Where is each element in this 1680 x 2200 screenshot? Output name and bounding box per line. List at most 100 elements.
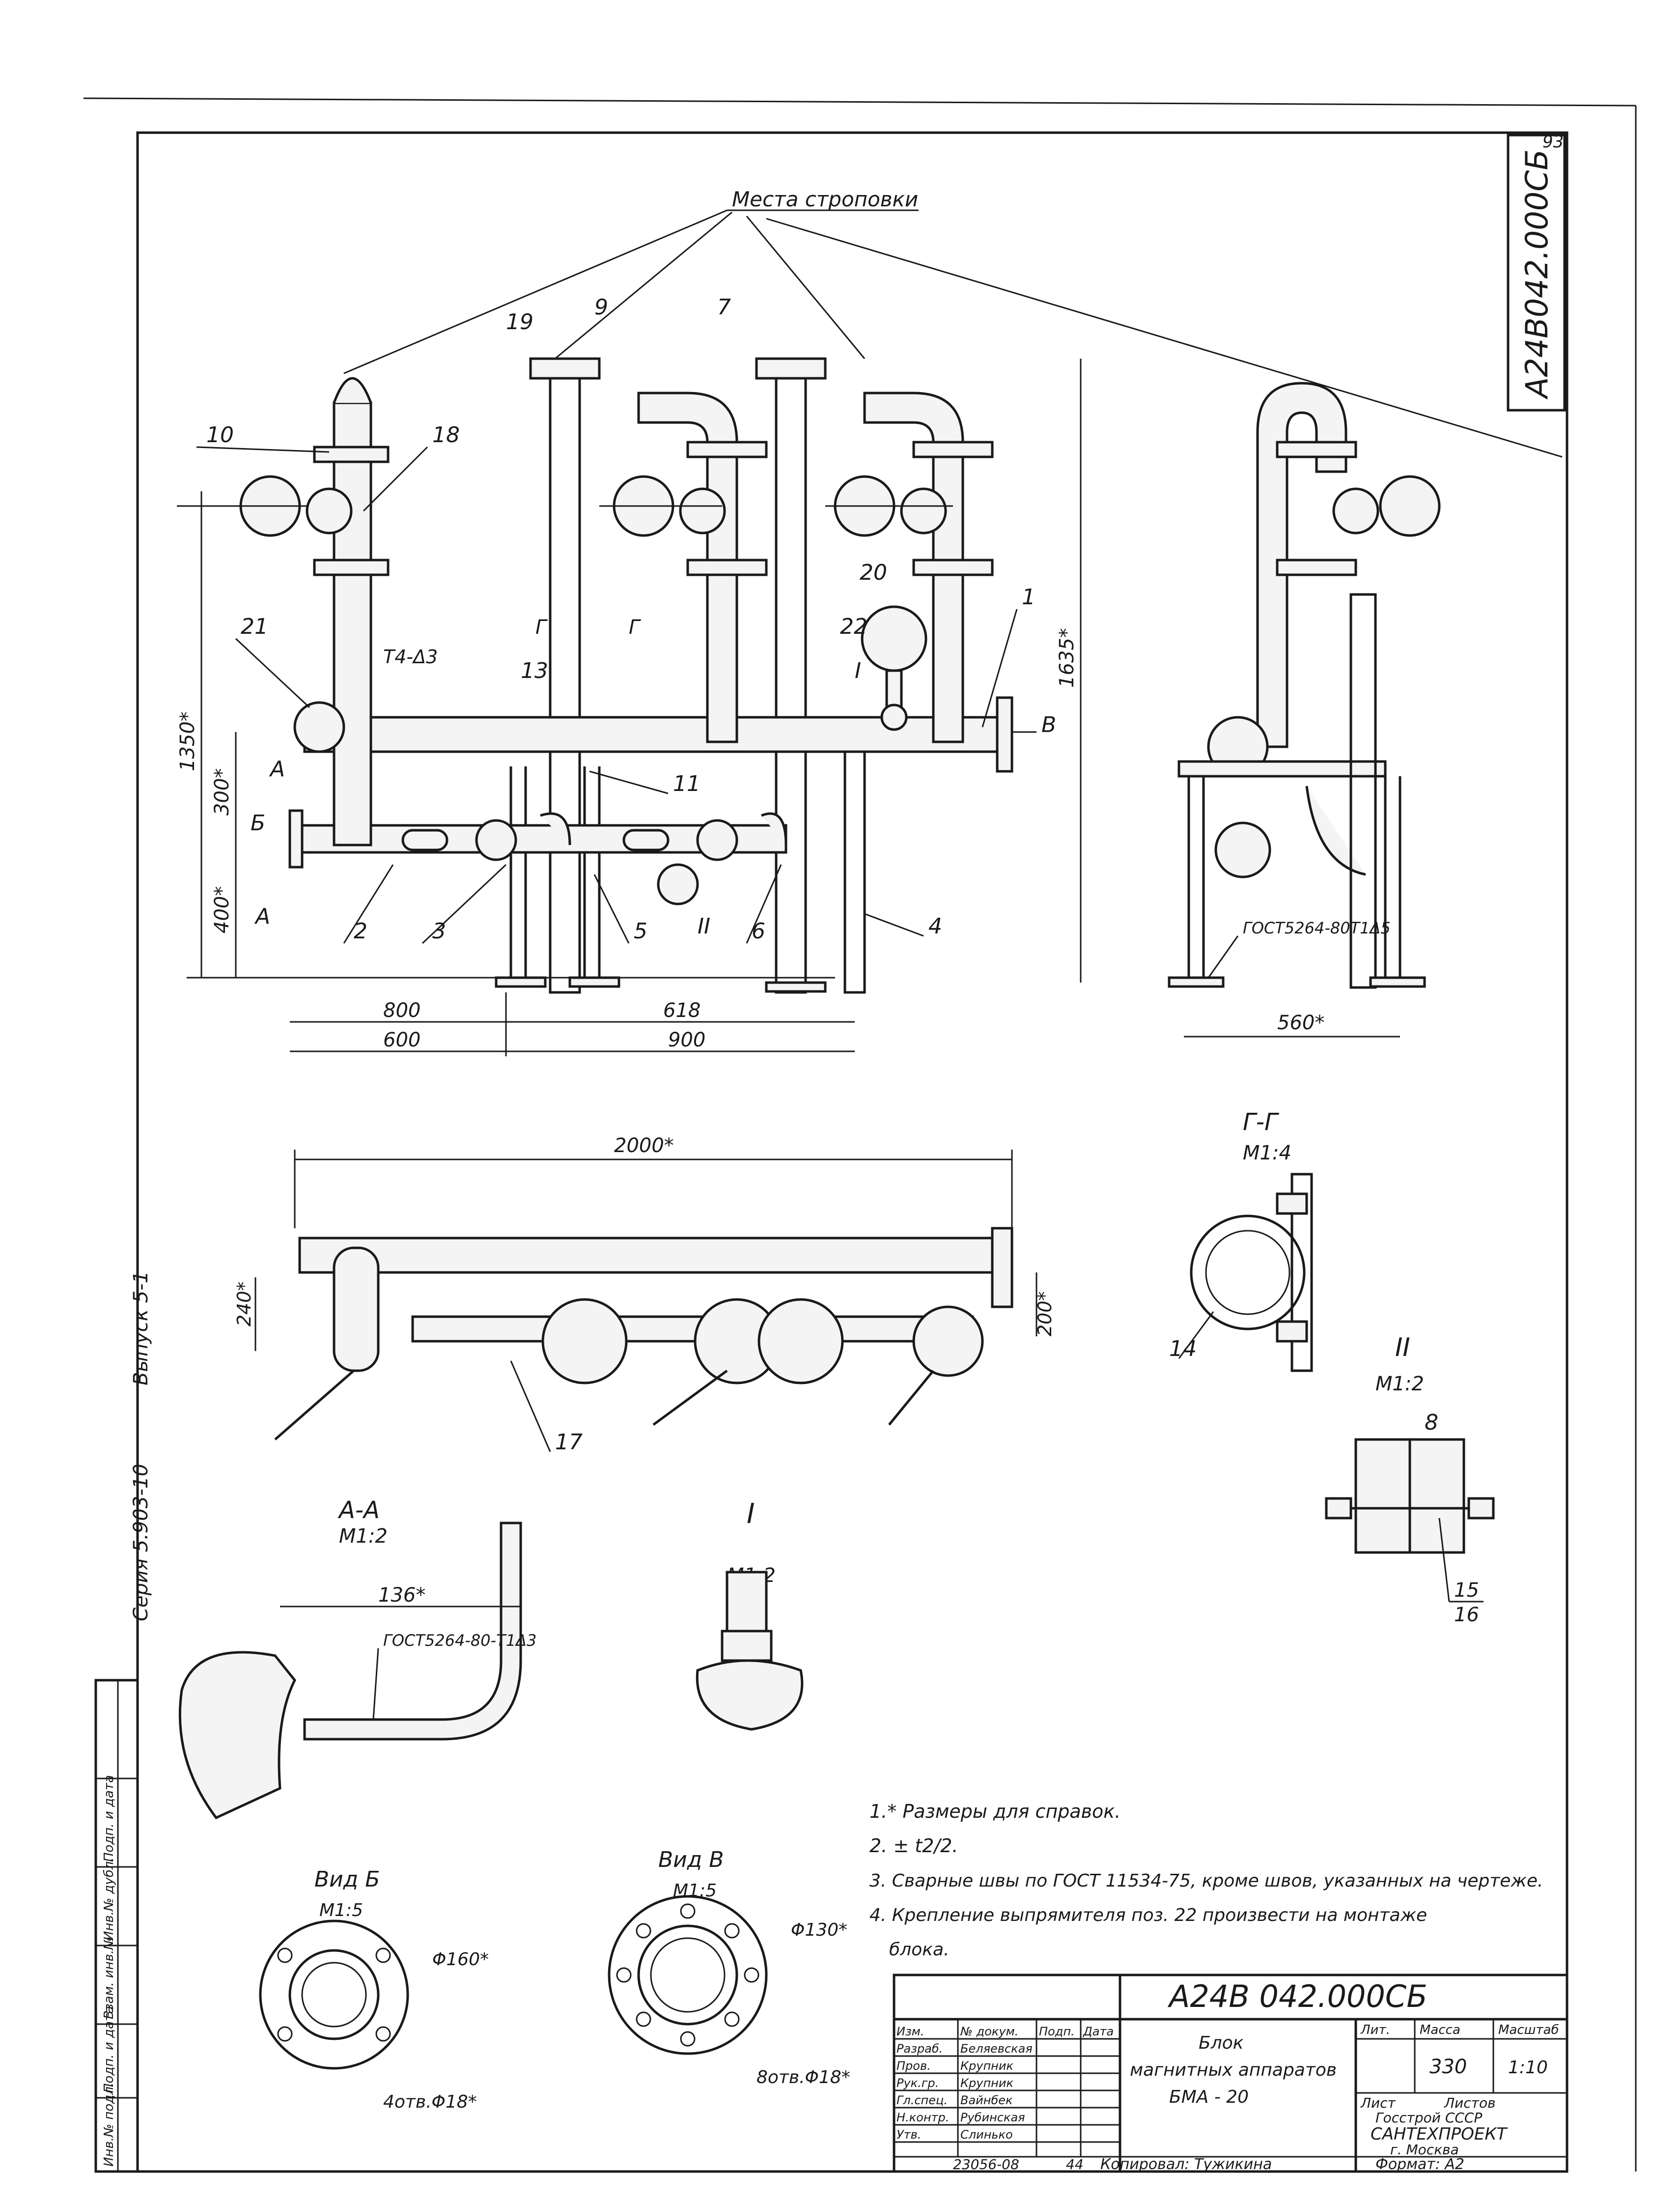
- slinging-leader-4: [766, 218, 1563, 458]
- issue-label: Выпуск 5-1: [130, 1271, 152, 1385]
- front-view: [177, 357, 1013, 994]
- pos-1: 1: [1022, 585, 1036, 610]
- pos-15: 15: [1454, 1579, 1479, 1602]
- pos-4: 4: [928, 914, 942, 939]
- mark-V: В: [1041, 712, 1056, 737]
- tb-col-sign: Подп.: [1039, 2025, 1075, 2038]
- dim-560: 560*: [1277, 1012, 1324, 1034]
- post-right: [843, 745, 866, 994]
- note-3: 3. Сварные швы по ГОСТ 11534-75, кроме ш…: [869, 1871, 1543, 1891]
- tb-role-0: Изм.: [896, 2025, 924, 2038]
- aa-scale: М1:2: [339, 1525, 388, 1548]
- plan-device-4: [912, 1305, 984, 1377]
- dim-136: 136*: [378, 1584, 425, 1607]
- stamp-replace: Взам. инв.№: [102, 1937, 116, 2019]
- pos-19: 19: [506, 310, 533, 335]
- pos-2: 2: [354, 919, 367, 944]
- tb-person-5: Рубинская: [960, 2111, 1025, 2124]
- mark-II: II: [698, 914, 710, 939]
- plan-header: [298, 1237, 1004, 1274]
- front-view-labels: 10 18 21 Т4-Δ3 13 19 9 7 20 22 1 11 2 3 …: [196, 295, 1056, 944]
- weld-t4: Т4-Δ3: [383, 646, 438, 668]
- outer-frame: [136, 131, 1568, 2173]
- stamp-sign-2: Подп. и дата: [102, 1775, 116, 1862]
- b-title: Вид Б: [314, 1867, 380, 1892]
- tb-name-1: Блок: [1199, 2033, 1244, 2053]
- elbow-21: [293, 701, 345, 753]
- code-stamp-text: А24В042.000СБ: [1519, 149, 1555, 400]
- dim-1635: 1635*: [1056, 628, 1078, 688]
- tb-copied-by: Копировал: Тужикина: [1100, 2156, 1272, 2173]
- rectifier-20: [861, 605, 927, 672]
- tb-name-0: № докум.: [959, 2025, 1018, 2038]
- post-19: [549, 362, 581, 994]
- plan-device-3: [757, 1298, 844, 1384]
- mark-I: I: [855, 658, 861, 683]
- side-weld-gost: ГОСТ5264-80Т1Δ5: [1243, 919, 1391, 937]
- pos-22: 22: [840, 614, 868, 639]
- tb-name-2: магнитных аппаратов: [1130, 2060, 1337, 2080]
- pos-8: 8: [1425, 1410, 1438, 1435]
- aa-weld-gost: ГОСТ5264-80-Т1Δ3: [383, 1631, 536, 1650]
- dim-240: 240*: [233, 1281, 255, 1326]
- tb-scale: 1:10: [1508, 2058, 1548, 2078]
- section-mark-g-right: Г: [629, 616, 641, 639]
- tb-mass: 330: [1429, 2056, 1467, 2078]
- view-v: Вид В М1:5 Φ130* 8отв.Φ18*: [608, 1847, 850, 2087]
- slinging-leader-3: [746, 216, 866, 359]
- pos-11: 11: [673, 771, 700, 796]
- stamp-dup: Инв.№ дубл.: [102, 1857, 116, 1941]
- code-stamp: А24В042.000СБ 93: [1507, 132, 1566, 412]
- pos-10: 10: [206, 423, 234, 448]
- tb-sheet: Лист: [1360, 2095, 1396, 2111]
- title-block: А24В 042.000СБ Блок магнитных аппаратов …: [893, 1974, 1568, 2173]
- sheet-number: 93: [1542, 132, 1564, 152]
- dim-130: Φ130*: [791, 1920, 847, 1940]
- tb-name-3: БМА - 20: [1169, 2087, 1249, 2107]
- tb-role-1: Разраб.: [896, 2042, 943, 2056]
- pos-21: 21: [241, 614, 268, 639]
- tb-format: Формат: А2: [1375, 2156, 1464, 2173]
- tb-inventory: 23056-08: [953, 2156, 1019, 2172]
- pos-16: 16: [1454, 1604, 1479, 1626]
- note-5: блока.: [889, 1940, 949, 1960]
- dim-1350: 1350*: [176, 711, 199, 771]
- dim-2000: 2000*: [614, 1134, 674, 1157]
- tb-col-lit: Лит.: [1360, 2023, 1390, 2037]
- tb-page: 44: [1066, 2156, 1084, 2172]
- i-title: I: [747, 1498, 755, 1530]
- holes-v: 8отв.Φ18*: [756, 2067, 850, 2087]
- dim-800: 800: [383, 999, 420, 1022]
- pos-20: 20: [860, 560, 887, 585]
- lower-valve-2: [696, 819, 738, 861]
- side-stamp: Инв.№ подл. Подп. и дата Взам. инв.№ Инв…: [94, 1679, 139, 2173]
- pos-18: 18: [432, 423, 460, 448]
- tb-role-3: Рук.гр.: [896, 2076, 939, 2090]
- gg-title: Г-Г: [1243, 1108, 1279, 1136]
- dim-400: 400*: [211, 886, 233, 933]
- slinging-leader-2: [555, 211, 732, 360]
- plan-device-1: [541, 1298, 628, 1384]
- left-column: [333, 401, 372, 846]
- tb-person-2: Крупник: [960, 2059, 1013, 2073]
- tb-col-mass: Масса: [1420, 2023, 1460, 2037]
- front-view-dimensions: 1350* 300* 400* 1635* 800 618 600 900: [176, 359, 1082, 1056]
- pos-13: 13: [521, 658, 548, 683]
- slinging-leader-1: [343, 209, 728, 374]
- dim-160: Φ160*: [432, 1949, 489, 1970]
- note-4: 4. Крепление выпрямителя поз. 22 произве…: [869, 1905, 1427, 1925]
- dim-600: 600: [383, 1029, 420, 1051]
- side-upper-bend: [1256, 382, 1347, 748]
- tb-col-scale: Масштаб: [1498, 2023, 1559, 2037]
- pos-17: 17: [555, 1430, 583, 1455]
- section-mark-g-left: Г: [535, 616, 548, 639]
- holes-b: 4отв.Φ18*: [383, 2092, 477, 2112]
- ii-title: II: [1395, 1333, 1410, 1362]
- side-elbow-bottom: [1214, 821, 1271, 878]
- note-2: 2. ± t2/2.: [869, 1835, 958, 1857]
- tb-col-date: Дата: [1083, 2025, 1114, 2038]
- side-magnet-device: [1379, 475, 1441, 537]
- gg-scale: М1:4: [1243, 1142, 1291, 1164]
- stamp-sign-1: Подп. и дата: [102, 2006, 116, 2093]
